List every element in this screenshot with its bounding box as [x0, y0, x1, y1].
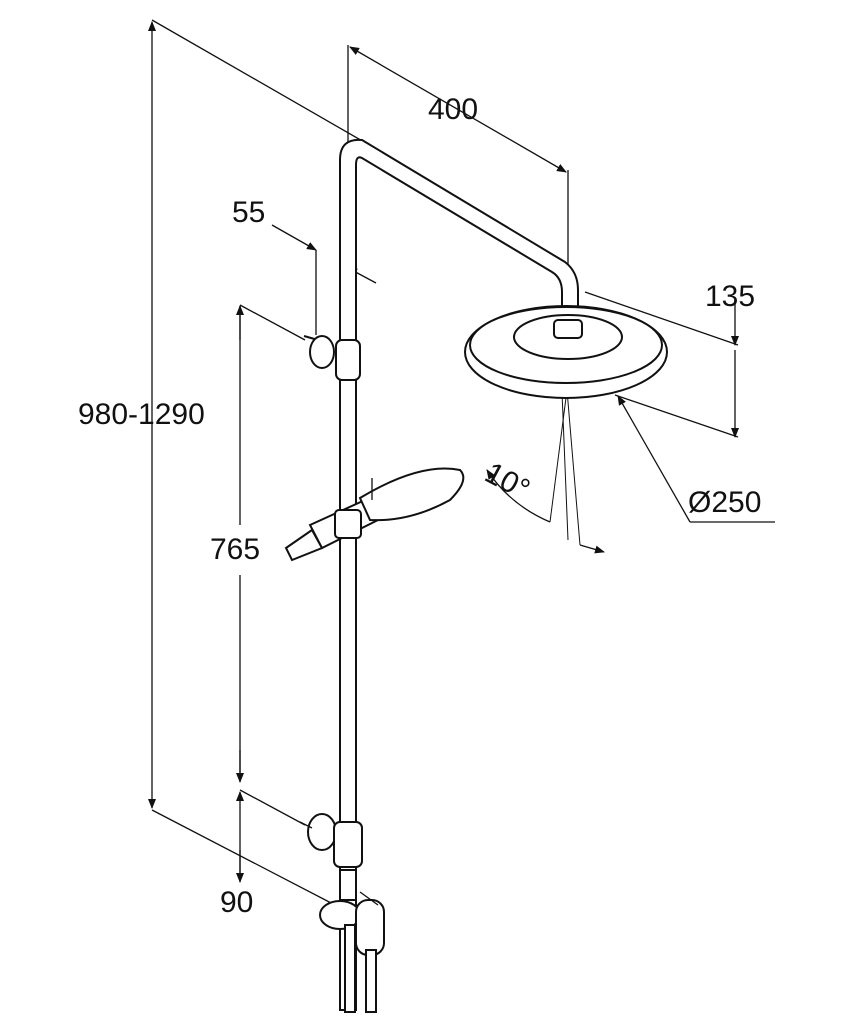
- bracket-spacing-dimension: [236, 304, 306, 826]
- arm-reach-label: 400: [428, 93, 479, 126]
- tilt-angle-dimension: [486, 389, 605, 554]
- shower-head: [464, 305, 668, 399]
- bracket-spacing-label: 765: [210, 533, 261, 566]
- wall-offset-label: 55: [232, 196, 266, 229]
- wall-offset-dimension: [271, 224, 377, 335]
- shower-column: [299, 138, 579, 1013]
- hand-shower: [284, 467, 465, 562]
- total-height-dimension: [148, 19, 379, 906]
- head-height-dimension: [584, 291, 739, 438]
- head-height-label: 135: [705, 280, 756, 313]
- diameter-leader: [617, 395, 775, 523]
- total-height-label: 980-1290: [78, 398, 205, 431]
- head-diameter-label: Ø250: [688, 486, 762, 519]
- arm-reach-dimension: [347, 45, 569, 318]
- lower-offset-label: 90: [220, 886, 254, 919]
